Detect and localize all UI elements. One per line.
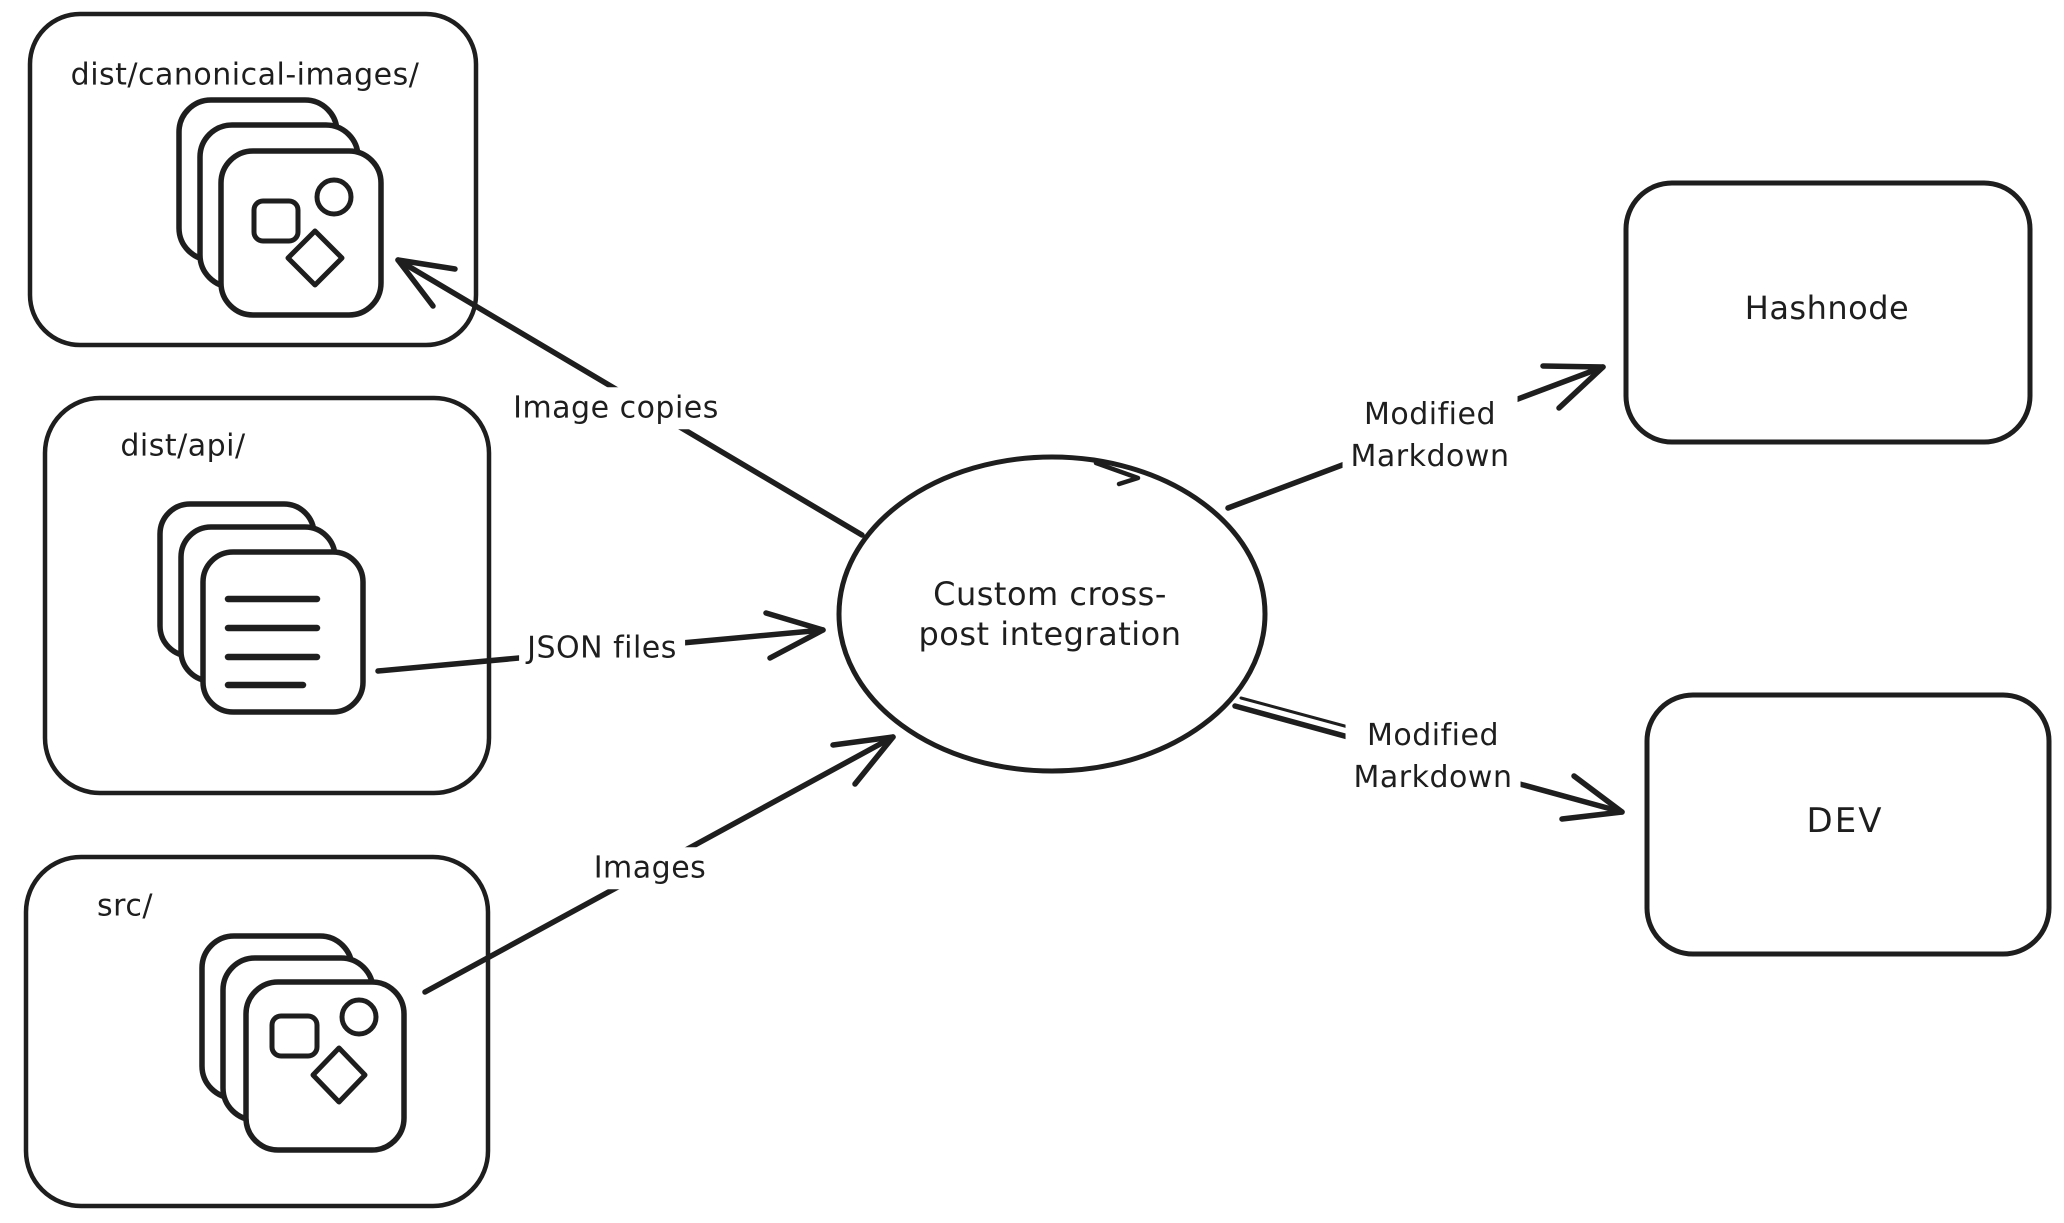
image-stack-icon — [199, 933, 407, 1153]
diamond-glyph — [285, 228, 345, 288]
dev-label: DEV — [1806, 800, 1884, 841]
arrowhead — [395, 257, 458, 309]
integration-border — [836, 454, 1268, 774]
edge-label-json-files: JSON files — [519, 627, 685, 669]
edge-label-images: Images — [585, 847, 715, 889]
hashnode-label: Hashnode — [1744, 289, 1910, 327]
circle-glyph — [339, 997, 379, 1037]
edge-label-line1: Modified — [1363, 397, 1497, 432]
edge-label-markdown-to-dev: Modified Markdown — [1345, 713, 1521, 801]
ellipse-stroke-overlap — [1093, 460, 1141, 487]
arrowhead — [1559, 773, 1625, 822]
dist-api-border — [42, 395, 492, 796]
node-integration-ellipse — [836, 454, 1268, 774]
arrowhead — [1540, 363, 1606, 411]
arrowhead — [830, 734, 896, 787]
hashnode-border — [1623, 180, 2033, 445]
edge-label-line1: Modified — [1366, 718, 1500, 753]
text-lines — [224, 595, 321, 689]
node-hashnode-box — [1623, 180, 2033, 445]
card-front — [200, 549, 366, 715]
node-src-box — [23, 854, 491, 1209]
node-canonical-images-box — [27, 11, 479, 348]
square-glyph — [251, 198, 301, 244]
canonical-images-label: dist/canonical-images/ — [70, 57, 420, 93]
circle-glyph — [314, 177, 354, 217]
document-stack-icon — [157, 501, 366, 715]
square-glyph — [269, 1013, 320, 1059]
card-front — [218, 148, 384, 318]
src-label: src/ — [97, 888, 153, 924]
node-dist-api-box — [42, 395, 492, 796]
edge-label-markdown-to-hashnode: Modified Markdown — [1342, 392, 1518, 480]
integration-label-line2: post integration — [918, 615, 1182, 653]
canonical-images-border — [27, 11, 479, 348]
dev-border — [1644, 692, 2052, 957]
integration-label: Custom cross- post integration — [918, 574, 1181, 654]
node-dev-box — [1644, 692, 2052, 957]
edge-label-line2: Markdown — [1353, 760, 1513, 795]
arrowhead — [763, 610, 826, 661]
src-border — [23, 854, 491, 1209]
diamond-glyph — [310, 1045, 368, 1105]
integration-label-line1: Custom cross- — [933, 575, 1167, 613]
image-stack-icon — [176, 97, 384, 318]
dist-api-label: dist/api/ — [120, 428, 246, 464]
arrow-shaft-double-stroke — [1239, 696, 1354, 730]
edge-label-image-copies: Image copies — [505, 387, 727, 429]
edge-label-line2: Markdown — [1350, 439, 1510, 474]
